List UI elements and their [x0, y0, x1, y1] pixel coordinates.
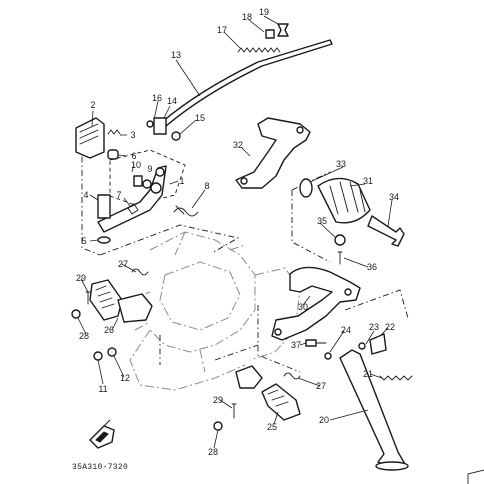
callout-1: 1	[179, 176, 184, 186]
callout-19: 19	[259, 7, 269, 17]
callout-numbers: 1 2 3 4 5 6 7 8 9 10 11 12 13 14 15 16 1…	[76, 7, 399, 457]
sidestand-20	[339, 349, 407, 469]
bracket-22	[369, 333, 387, 355]
nut-12	[107, 347, 117, 357]
drawing-code: 35A310-7320	[72, 463, 128, 472]
return-spring-8	[173, 205, 199, 217]
orientation-symbol	[89, 419, 115, 449]
nut-18	[265, 29, 275, 39]
washer-5	[97, 236, 111, 244]
footrest-left-assembly	[71, 268, 153, 361]
wing-nut-19	[277, 23, 289, 37]
pin-28b	[213, 421, 223, 431]
callout-11: 11	[98, 384, 107, 394]
cotter-pin-29	[85, 291, 91, 305]
footrest-pin-34	[367, 215, 405, 247]
cotter-pin-36	[337, 251, 343, 265]
callout-24: 24	[341, 325, 351, 335]
callout-30: 30	[298, 302, 308, 312]
nut-24	[324, 352, 332, 360]
bolt-23	[358, 342, 366, 350]
passenger-footrest-assembly	[299, 177, 405, 265]
sheet-corner-mark	[467, 469, 484, 484]
callout-20: 20	[319, 415, 329, 425]
spring-27	[131, 268, 149, 276]
callout-32: 32	[233, 140, 243, 150]
pivot-shaft-4	[97, 194, 111, 219]
brake-pedal-pad	[75, 117, 105, 159]
callout-37: 37	[291, 340, 301, 350]
sidestand-assembly	[324, 333, 413, 471]
callout-7: 7	[116, 190, 121, 200]
callout-27b: 27	[316, 381, 326, 391]
brake-pedal-assembly	[75, 23, 333, 244]
callout-28b: 28	[208, 447, 218, 457]
callout-2: 2	[90, 100, 95, 110]
callout-36: 36	[367, 262, 377, 272]
footrest-25	[261, 383, 301, 421]
brake-rod-13	[161, 39, 333, 127]
callout-29b: 29	[213, 395, 223, 405]
nut-15	[171, 131, 181, 141]
callout-35: 35	[317, 216, 327, 226]
callout-12: 12	[120, 373, 130, 383]
callout-14: 14	[167, 96, 177, 106]
callout-5: 5	[81, 236, 86, 246]
callout-25: 25	[267, 422, 277, 432]
bracket-25b	[235, 365, 263, 389]
bolt-11	[93, 351, 103, 361]
callout-31: 31	[363, 176, 373, 186]
callout-21: 21	[363, 369, 373, 379]
footrest-right-assembly	[213, 365, 301, 431]
pin-28	[71, 309, 81, 319]
callout-13: 13	[171, 50, 181, 60]
callout-28a: 28	[79, 331, 89, 341]
callout-3: 3	[130, 130, 135, 140]
callout-22: 22	[385, 322, 395, 332]
callout-9: 9	[147, 164, 152, 174]
spring-3	[107, 129, 121, 135]
clip-7	[127, 203, 139, 215]
cotter-pin-29b	[231, 403, 237, 419]
clevis-14	[153, 117, 167, 135]
callout-26: 26	[104, 325, 114, 335]
washer-9	[142, 179, 152, 189]
callout-29a: 29	[76, 273, 86, 283]
pin-16	[146, 120, 154, 128]
callout-15: 15	[195, 113, 205, 123]
washer-33	[299, 178, 313, 198]
spring-27b	[283, 372, 301, 380]
bolt-10	[133, 175, 143, 187]
callout-leaders	[77, 15, 393, 449]
callout-6: 6	[131, 151, 136, 161]
bolt-37	[305, 339, 317, 347]
footrest-bracket-32	[235, 117, 311, 189]
spring-17	[237, 47, 281, 53]
bracket-26b	[117, 293, 153, 323]
footrest-bracket-30	[271, 266, 361, 347]
callout-33: 33	[336, 159, 346, 169]
collar-6	[107, 149, 119, 160]
collar-35	[334, 234, 346, 246]
callout-34: 34	[389, 192, 399, 202]
callout-4: 4	[83, 190, 88, 200]
callout-10: 10	[131, 160, 141, 170]
callout-17: 17	[217, 25, 227, 35]
callout-27a: 27	[118, 259, 128, 269]
spring-21	[379, 375, 413, 381]
callout-8: 8	[204, 181, 209, 191]
callout-18: 18	[242, 12, 252, 22]
frame-outline	[129, 231, 301, 391]
brake-pedal-lever	[97, 165, 167, 233]
callout-16: 16	[152, 93, 162, 103]
callout-23: 23	[369, 322, 379, 332]
